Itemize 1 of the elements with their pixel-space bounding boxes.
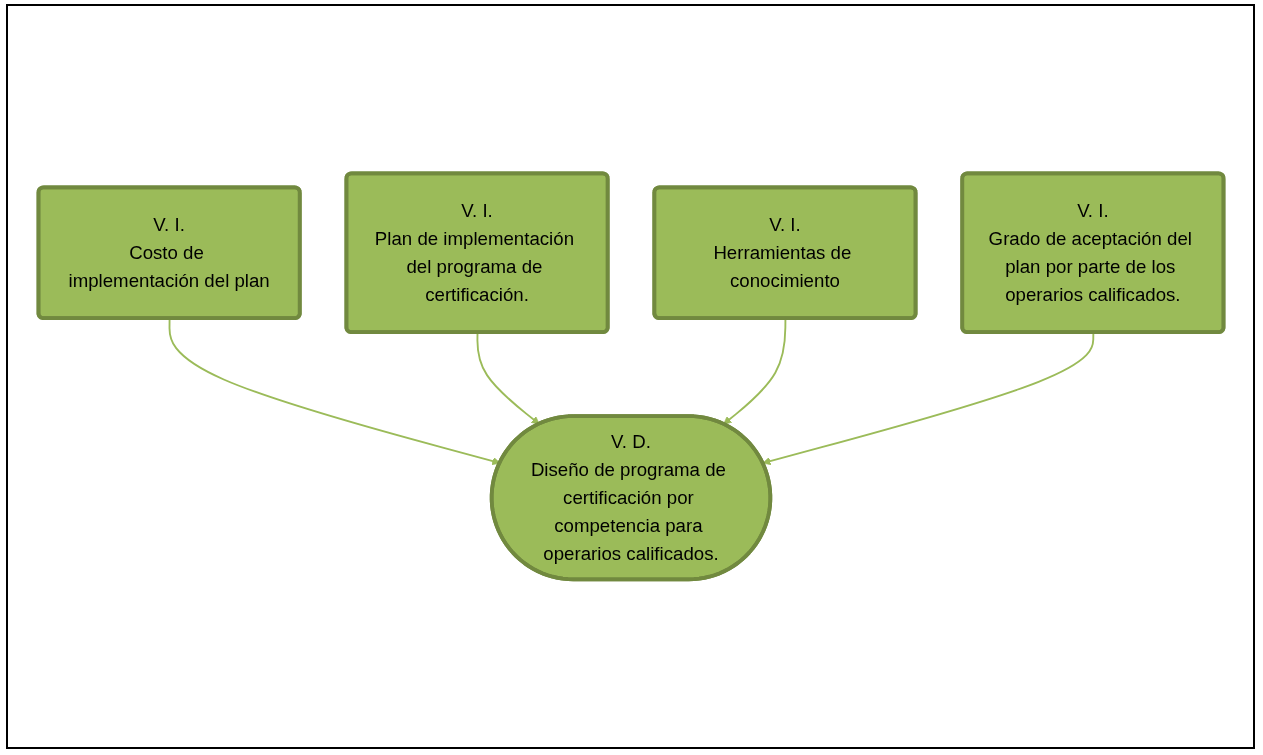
diagram-frame: V. I. Costo de implementación del plan V. I. Plan de implementación del programa de certificación. V. I. Herramientas de conocimiento V. I. Grado de aceptación del plan por parte de los operarios calificados. V. D. Diseño de programa de certificación por competencia para operarios calificados. — [6, 4, 1255, 749]
